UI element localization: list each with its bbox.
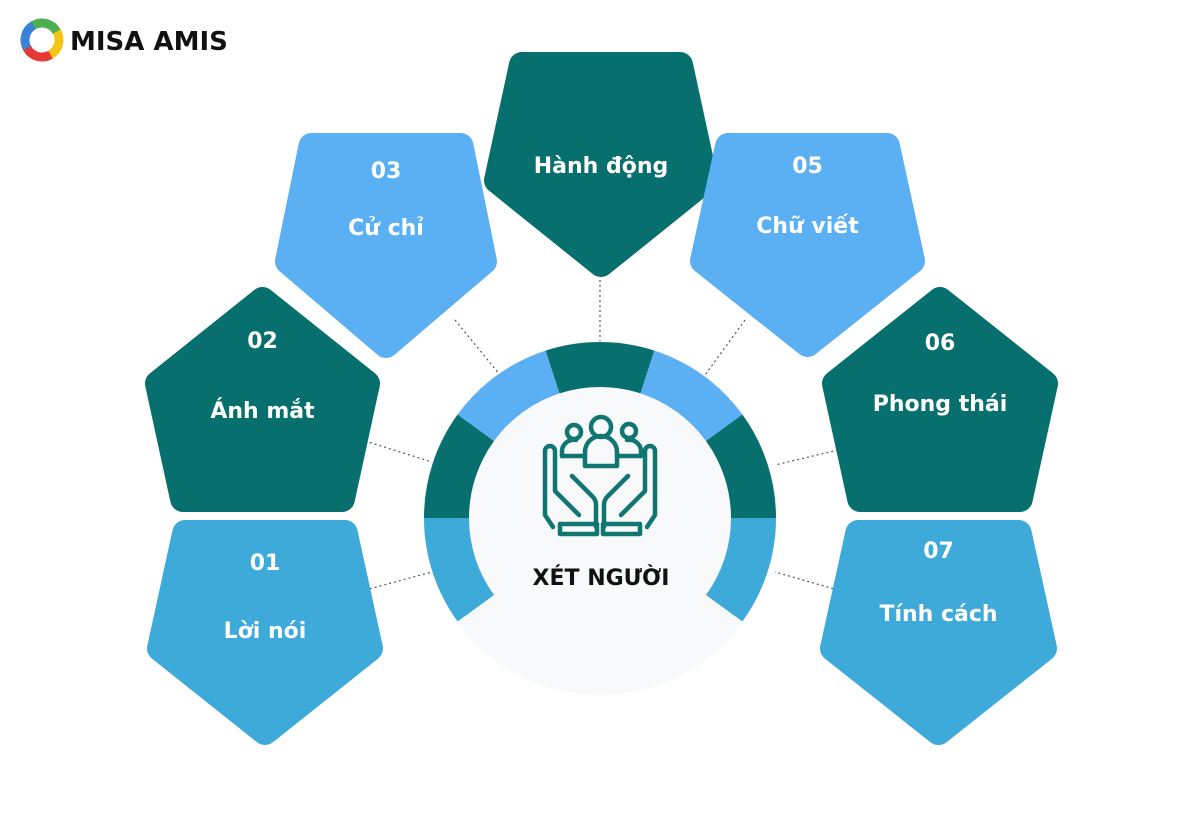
- connector-line: [364, 440, 433, 463]
- logo-text: MISA AMIS: [70, 27, 228, 57]
- ring-segment: [705, 518, 776, 622]
- people-in-hands-icon: [542, 414, 658, 537]
- connector-line: [774, 449, 839, 466]
- connector-line: [704, 319, 746, 376]
- logo-swirl-icon: [20, 18, 64, 62]
- pentagon-shape: [690, 133, 925, 357]
- item-number: 07: [923, 539, 954, 564]
- connector-line: [364, 571, 433, 591]
- item-number: 02: [247, 329, 278, 354]
- center-circle: [423, 341, 777, 695]
- pentagon-shape: [820, 520, 1057, 745]
- item-03-pentagon: 03 Cử chỉ: [275, 133, 497, 358]
- item-label: Phong thái: [873, 392, 1008, 417]
- pentagon-shape: [822, 287, 1058, 512]
- segment-ring: [424, 342, 776, 622]
- pentagon-shape: [147, 520, 383, 745]
- misa-amis-logo: MISA AMIS: [20, 18, 228, 62]
- ring-segment: [640, 350, 743, 442]
- item-number: 03: [371, 159, 402, 184]
- item-label: Lời nói: [224, 619, 307, 644]
- ring-segment: [705, 414, 776, 518]
- connectors: [364, 280, 839, 591]
- item-number: 05: [792, 154, 823, 179]
- ring-segment: [545, 342, 655, 394]
- connector-line: [774, 571, 839, 591]
- pentagon-shape: [275, 133, 497, 358]
- item-04-pentagon: Hành động: [484, 52, 718, 277]
- connector-line: [454, 319, 501, 376]
- ring-segment: [424, 414, 495, 518]
- ring-segment: [457, 350, 560, 442]
- item-number: 01: [250, 551, 281, 576]
- item-number: 06: [925, 331, 956, 356]
- center-title: XÉT NGƯỜI: [533, 565, 670, 591]
- item-label: Ánh mắt: [210, 398, 315, 424]
- item-label: Tính cách: [879, 602, 997, 627]
- ring-segment: [424, 518, 495, 622]
- pentagon-shape: [484, 52, 718, 277]
- item-label: Hành động: [534, 154, 669, 179]
- item-label: Chữ viết: [756, 214, 859, 239]
- item-label: Cử chỉ: [348, 216, 424, 241]
- pentagon-shape: [145, 287, 380, 512]
